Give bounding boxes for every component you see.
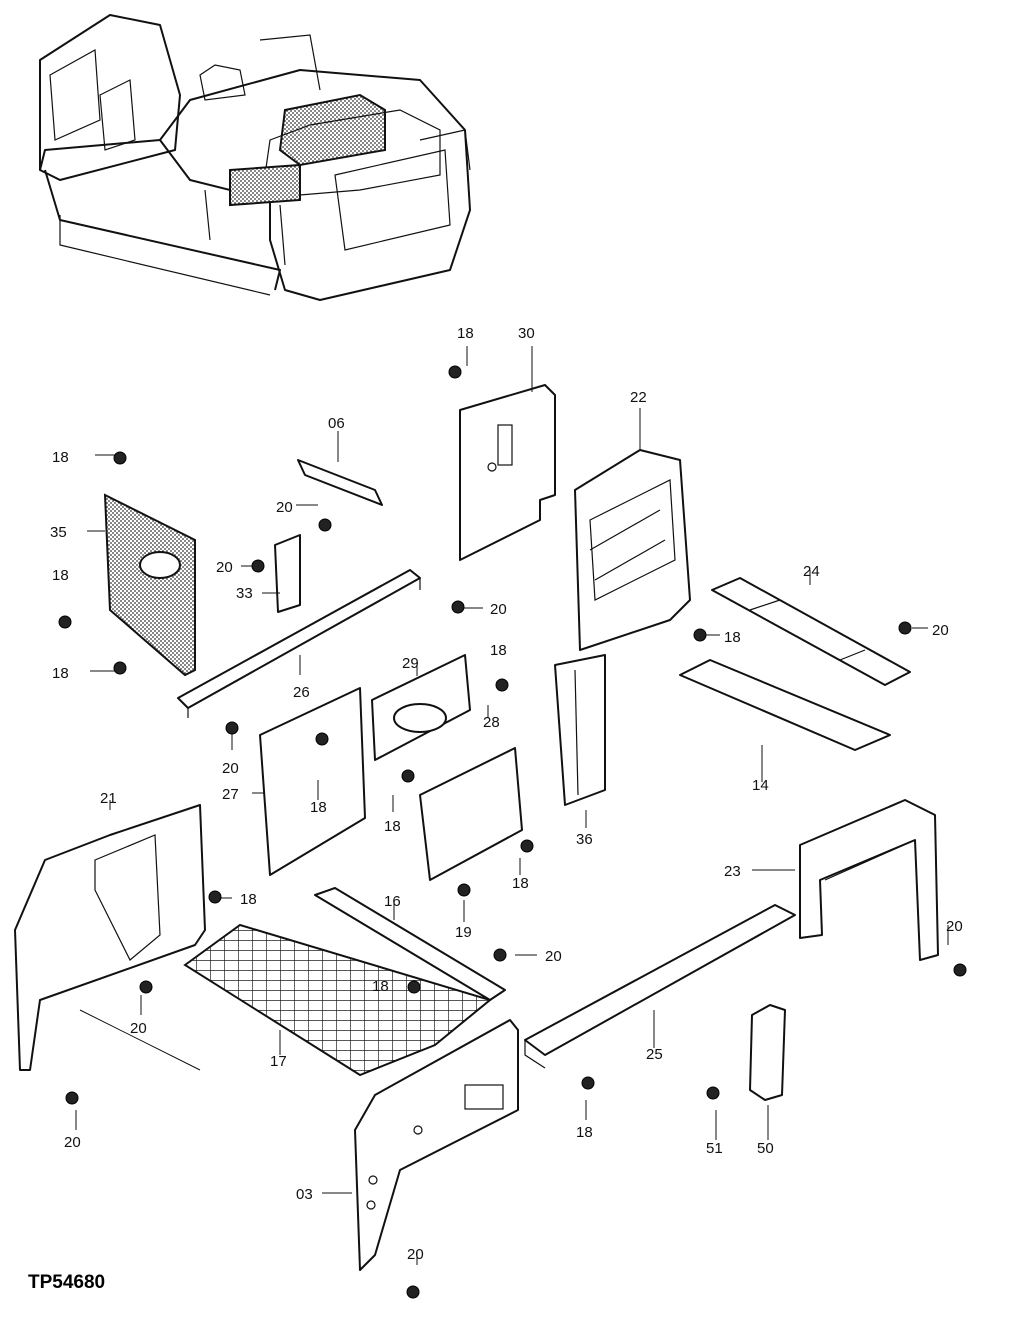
part-03-side-frame (354, 1019, 519, 1271)
callout-label: 25 (646, 1046, 663, 1063)
part-33-stay (274, 534, 301, 613)
callout-label: 24 (803, 563, 820, 580)
part-21-side-frame (14, 804, 206, 1071)
callout-label: 16 (384, 893, 401, 910)
part-25-channel (524, 904, 796, 1069)
callout-label: 20 (276, 499, 293, 516)
part-17-grating (183, 923, 493, 1077)
callout-label: 20 (946, 918, 963, 935)
callout-label: 28 (483, 714, 500, 731)
callout-label: 29 (402, 655, 419, 672)
leader-lines (75, 346, 949, 1265)
callout-label: 18 (52, 449, 69, 466)
callout-label: 20 (545, 948, 562, 965)
drawing-code: TP54680 (28, 1272, 105, 1293)
excavator-overview-illustration (39, 14, 471, 301)
callout-label: 30 (518, 325, 535, 342)
callout-labels: 18 30 22 06 18 35 20 20 33 18 20 24 18 2… (50, 325, 963, 1263)
callout-label: 18 (457, 325, 474, 342)
callout-label: 20 (407, 1246, 424, 1263)
callout-label: 17 (270, 1053, 287, 1070)
callout-label: 18 (490, 642, 507, 659)
part-06-bracket (297, 459, 383, 506)
part-22-frame (574, 449, 691, 651)
callout-label: 20 (130, 1020, 147, 1037)
callout-label: 18 (310, 799, 327, 816)
callout-label: 22 (630, 389, 647, 406)
callout-label: 33 (236, 585, 253, 602)
callout-label: 50 (757, 1140, 774, 1157)
callout-label: 36 (576, 831, 593, 848)
callout-label: 18 (512, 875, 529, 892)
callout-label: 35 (50, 524, 67, 541)
callout-label: 20 (216, 559, 233, 576)
callout-label: 18 (576, 1124, 593, 1141)
part-16-stay (314, 887, 506, 1001)
part-36-post (554, 654, 606, 806)
part-35-insulation-panel (103, 493, 196, 677)
callout-label: 19 (455, 924, 472, 941)
callout-label: 21 (100, 790, 117, 807)
part-23-frame (799, 799, 939, 961)
callout-label: 26 (293, 684, 310, 701)
callout-label: 18 (52, 665, 69, 682)
callout-label: 18 (724, 629, 741, 646)
part-24-channel (711, 577, 911, 686)
part-14-cover (679, 659, 891, 751)
callout-label: 14 (752, 777, 769, 794)
part-30-panel (459, 384, 556, 561)
callout-label: 20 (932, 622, 949, 639)
callout-label: 20 (490, 601, 507, 618)
callout-label: 51 (706, 1140, 723, 1157)
part-26-beam (177, 569, 421, 718)
callout-label: 18 (240, 891, 257, 908)
part-27-panel (259, 687, 366, 876)
part-29-plate (371, 654, 471, 761)
callout-label: 20 (64, 1134, 81, 1151)
part-28-plate (419, 747, 523, 881)
callout-label: 18 (52, 567, 69, 584)
callout-label: 27 (222, 786, 239, 803)
callout-label: 03 (296, 1186, 313, 1203)
callout-label: 18 (384, 818, 401, 835)
bolts (58, 365, 967, 1299)
callout-label: 23 (724, 863, 741, 880)
callout-label: 20 (222, 760, 239, 777)
part-50-bracket (749, 1004, 786, 1101)
callout-label: 18 (372, 978, 389, 995)
callout-label: 06 (328, 415, 345, 432)
